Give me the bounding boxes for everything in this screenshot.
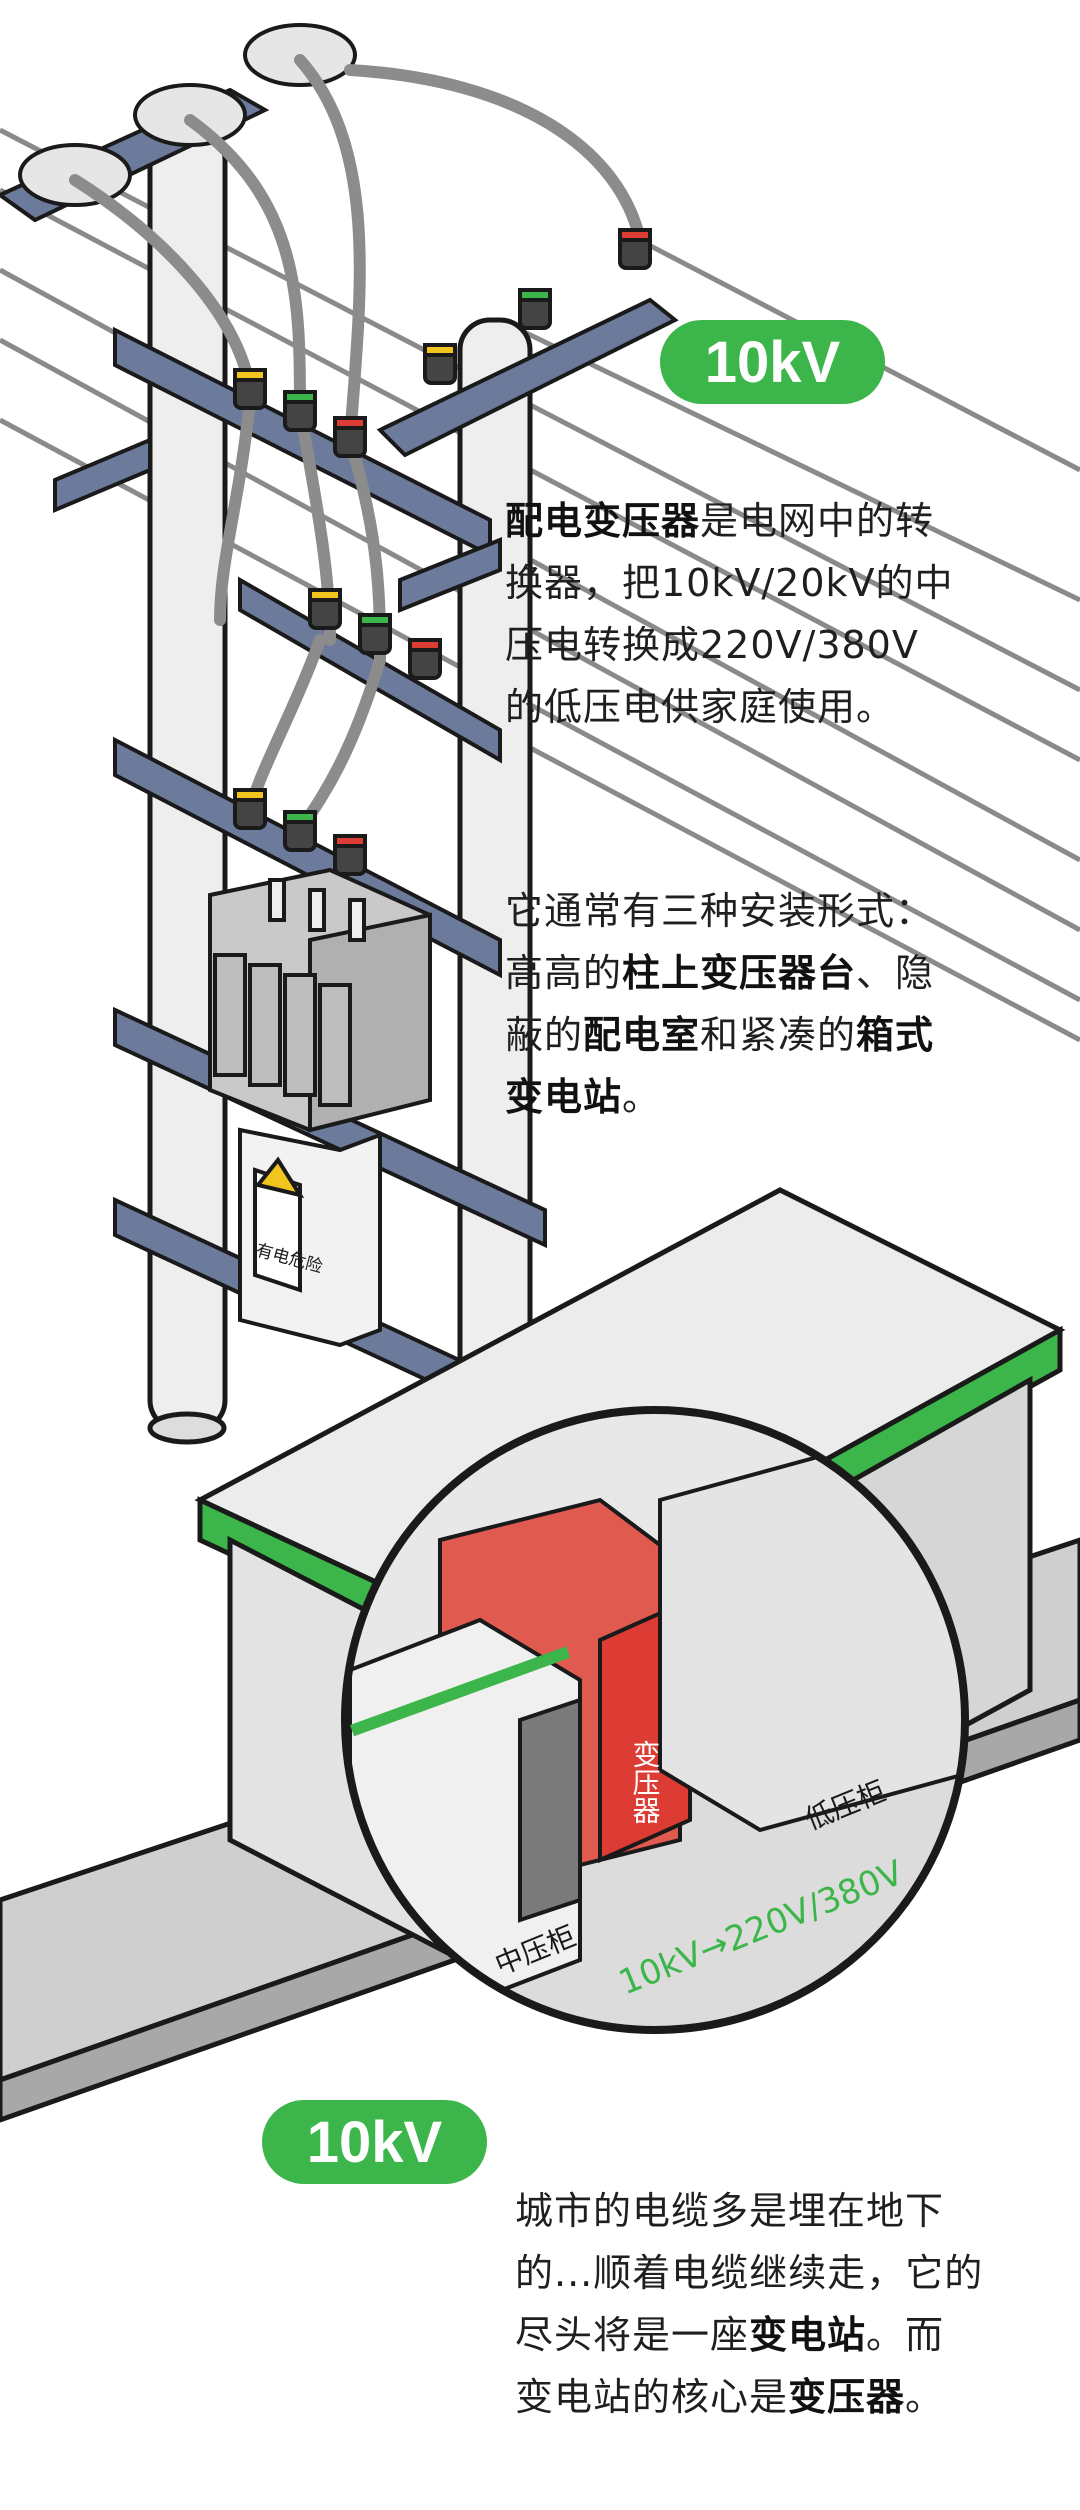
p1-line2: 换器，把10kV/20kV的中 xyxy=(505,561,954,605)
paragraph-distribution-transformer: 配电变压器是电网中的转 换器，把10kV/20kV的中 压电转换成220V/38… xyxy=(505,490,1050,738)
utility-pole-right xyxy=(457,317,533,1433)
paragraph-installation-forms: 它通常有三种安装形式： 高高的柱上变压器台、隐 蔽的配电室和紧凑的箱式 变电站。 xyxy=(505,880,1050,1128)
p3-line3-pre: 尽头将是一座 xyxy=(515,2313,750,2357)
term-box-substation-b: 变电站 xyxy=(505,1075,623,1119)
magnifier-ring xyxy=(341,1406,969,2034)
p3-line4-pre: 变电站的核心是 xyxy=(515,2375,789,2419)
p1-line4: 的低压电供家庭使用。 xyxy=(505,685,896,729)
p3-line1: 城市的电缆多是埋在地下 xyxy=(515,2189,945,2233)
term-distribution-transformer: 配电变压器 xyxy=(505,499,701,543)
term-distribution-room: 配电室 xyxy=(583,1013,701,1057)
p2-line1: 它通常有三种安装形式： xyxy=(505,889,935,933)
term-pole-transformer: 柱上变压器台 xyxy=(622,951,857,995)
term-substation: 变电站 xyxy=(749,2313,867,2357)
p1-line3: 压电转换成220V/380V xyxy=(505,623,919,667)
p2-line2-post: 、隐 xyxy=(856,951,935,995)
voltage-badge-bottom: 10kV xyxy=(262,2100,487,2184)
p1-line1: 是电网中的转 xyxy=(700,499,935,543)
p2-line4-post: 。 xyxy=(622,1075,662,1119)
paragraph-substation: 城市的电缆多是埋在地下 的...顺着电缆继续走，它的 尽头将是一座变电站。而 变… xyxy=(515,2180,1060,2428)
p3-line4-post: 。 xyxy=(905,2375,945,2419)
transformer-label: 变压器 xyxy=(629,1740,662,1824)
phase-bushings xyxy=(233,228,652,876)
term-transformer: 变压器 xyxy=(788,2375,906,2419)
distribution-box xyxy=(238,1127,382,1348)
term-box-substation-a: 箱式 xyxy=(856,1013,935,1057)
pole-transformer xyxy=(208,867,432,1133)
p3-line3-post: 。而 xyxy=(866,2313,945,2357)
p2-line3-mid: 和紧凑的 xyxy=(700,1013,857,1057)
p3-line2: 的...顺着电缆继续走，它的 xyxy=(515,2251,984,2295)
voltage-badge-top: 10kV xyxy=(660,320,885,404)
substation-magnifier xyxy=(345,1410,965,2030)
p2-line3-pre: 蔽的 xyxy=(505,1013,584,1057)
p2-line2-pre: 高高的 xyxy=(505,951,623,995)
